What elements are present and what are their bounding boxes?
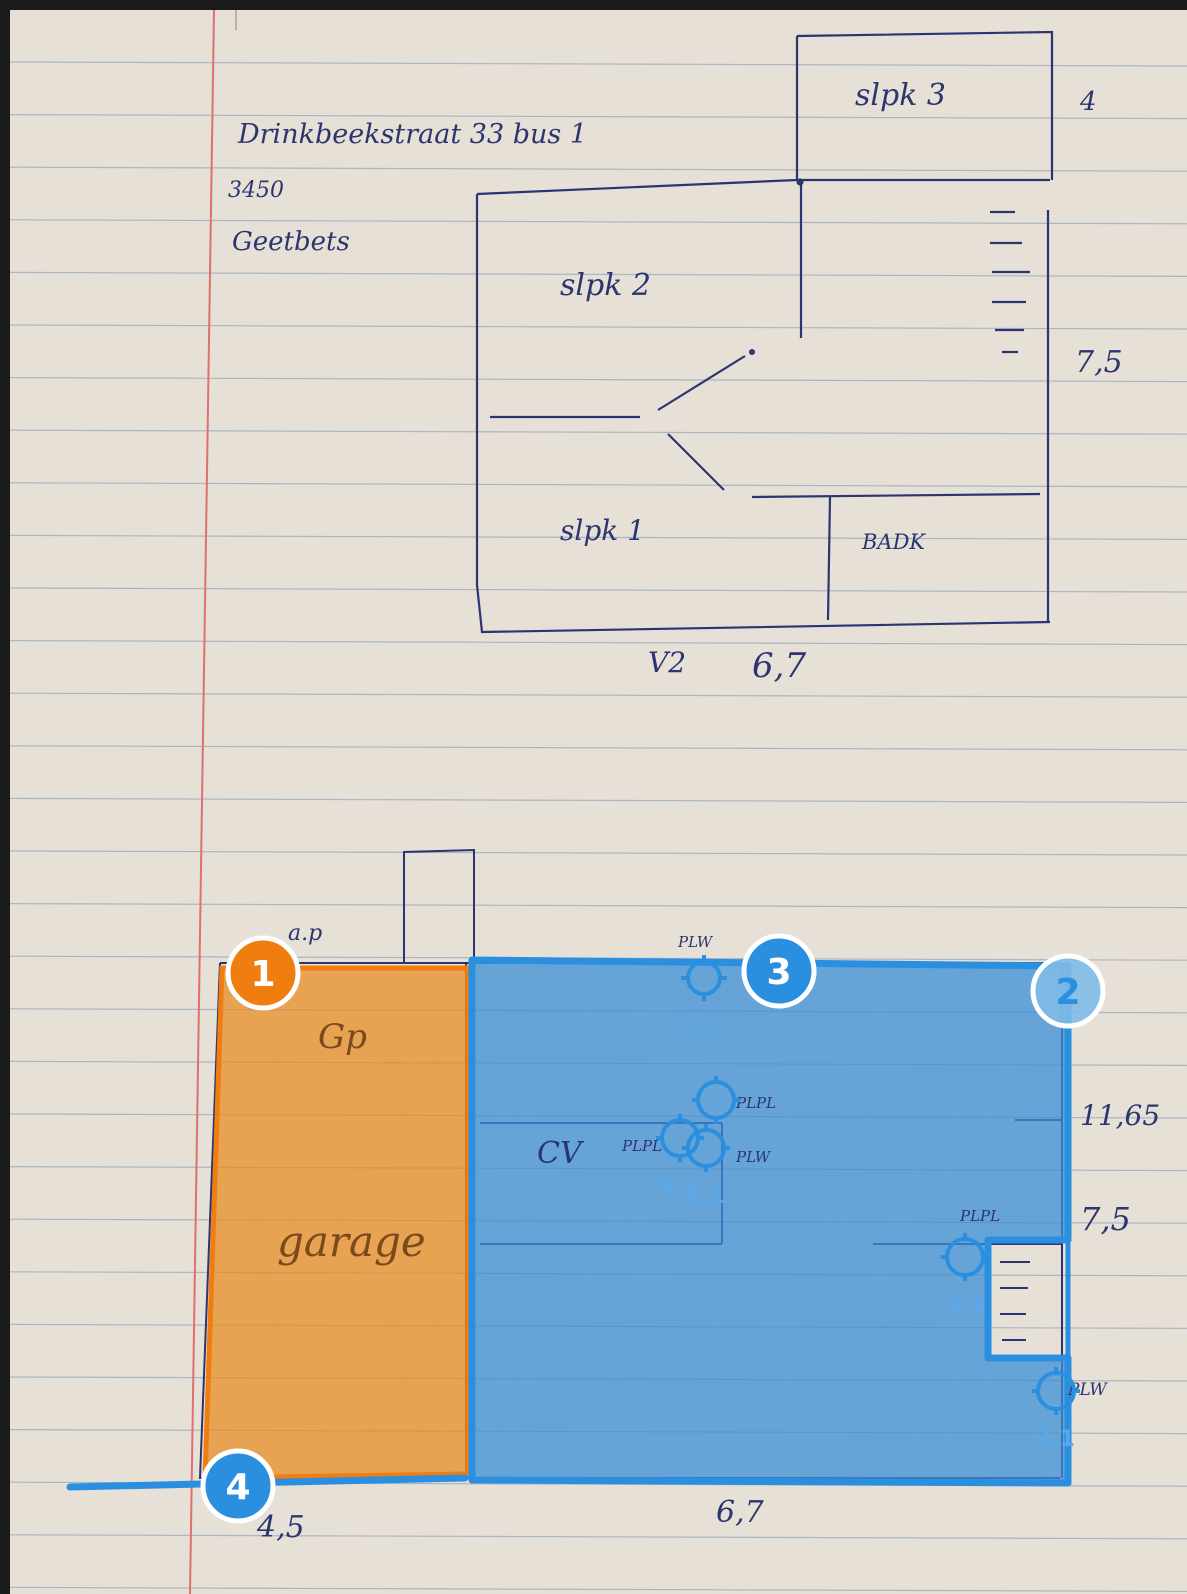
dim-right-2: 7,5 — [1080, 1200, 1131, 1238]
rule-line — [9, 692, 1187, 698]
zone-marker-4[interactable]: 4 — [200, 1448, 276, 1524]
dim-width-lower: 6,7 — [716, 1495, 765, 1530]
room-slpk2-label: slpk 2 — [560, 268, 651, 303]
room-badk-label: BADK — [861, 530, 926, 554]
margin-line — [189, 9, 215, 1594]
upper-floorplan — [475, 30, 1054, 634]
zone-marker-3[interactable]: 3 — [741, 933, 817, 1009]
address-line: Drinkbeekstraat 33 bus 1 — [237, 119, 587, 150]
floor-label: V2 — [648, 646, 686, 679]
svg-text:3: 3 — [766, 952, 791, 993]
rule-line — [9, 324, 1187, 330]
dim-width-upper: 6,7 — [752, 646, 806, 686]
room-cv-label: CV — [537, 1136, 585, 1171]
dim-right-1: 11,65 — [1080, 1099, 1160, 1132]
svg-text:2: 2 — [1055, 972, 1080, 1013]
zone-main-highlight[interactable] — [468, 956, 1072, 1487]
point-marker[interactable] — [682, 1124, 730, 1172]
svg-text:1: 1 — [250, 954, 275, 995]
tag-plw-top: PLW — [677, 933, 714, 951]
rule-line — [9, 1586, 1187, 1593]
rule-line — [9, 745, 1187, 751]
rule-line — [9, 797, 1187, 804]
dim-height-upper: 7,5 — [1075, 345, 1123, 380]
ink-dot — [749, 349, 755, 355]
point-marker[interactable] — [681, 955, 727, 1001]
room-slpk1-label: slpk 1 — [560, 514, 645, 547]
city: Geetbets — [232, 227, 350, 257]
postcode: 3450 — [228, 178, 284, 203]
rule-line — [9, 1534, 1187, 1540]
zone-marker-1[interactable]: 1 — [225, 935, 301, 1011]
dim-garage-width: 4,5 — [256, 1510, 305, 1545]
rule-line — [9, 166, 1187, 172]
tag-plpl-mid: PLPL — [735, 1094, 776, 1112]
room-gp-label: Gp — [318, 1017, 367, 1057]
rule-line — [9, 114, 1187, 120]
point-marker[interactable] — [656, 1114, 704, 1162]
tag-plw-right: PLW — [1067, 1380, 1108, 1400]
dim-extra-upper: 4 — [1079, 87, 1097, 117]
point-label: 2.1 — [1036, 1427, 1075, 1452]
point-marker[interactable] — [1032, 1367, 1080, 1415]
rule-line — [9, 271, 1187, 277]
svg-text:4: 4 — [225, 1467, 250, 1508]
rule-line — [9, 377, 1187, 383]
point-label: 3.1 — [946, 1294, 985, 1319]
rule-line — [9, 902, 1187, 909]
point-marker[interactable] — [941, 1233, 989, 1281]
zone-garage-highlight[interactable] — [202, 965, 471, 1481]
ink-dot — [796, 178, 804, 186]
rule-line — [9, 850, 1187, 856]
rule-line — [9, 61, 1187, 67]
point-label: 3.1 — [658, 1175, 697, 1200]
point-label: 2.1 — [682, 1015, 721, 1040]
room-garage-label: garage — [277, 1217, 426, 1266]
rule-line — [9, 219, 1187, 225]
tag-plpl-left: PLPL — [621, 1137, 662, 1155]
room-slpk3-label: slpk 3 — [855, 78, 946, 113]
point-label: 2.1 — [686, 1184, 725, 1209]
zone-marker-2[interactable]: 2 — [1030, 953, 1106, 1029]
rule-line — [9, 639, 1187, 646]
gp-top-label: a.p — [288, 921, 322, 946]
point-marker[interactable] — [692, 1076, 740, 1124]
tag-plw-mid: PLW — [735, 1148, 772, 1166]
rule-line — [9, 429, 1187, 435]
tag-plpl-right: PLPL — [959, 1207, 1000, 1225]
